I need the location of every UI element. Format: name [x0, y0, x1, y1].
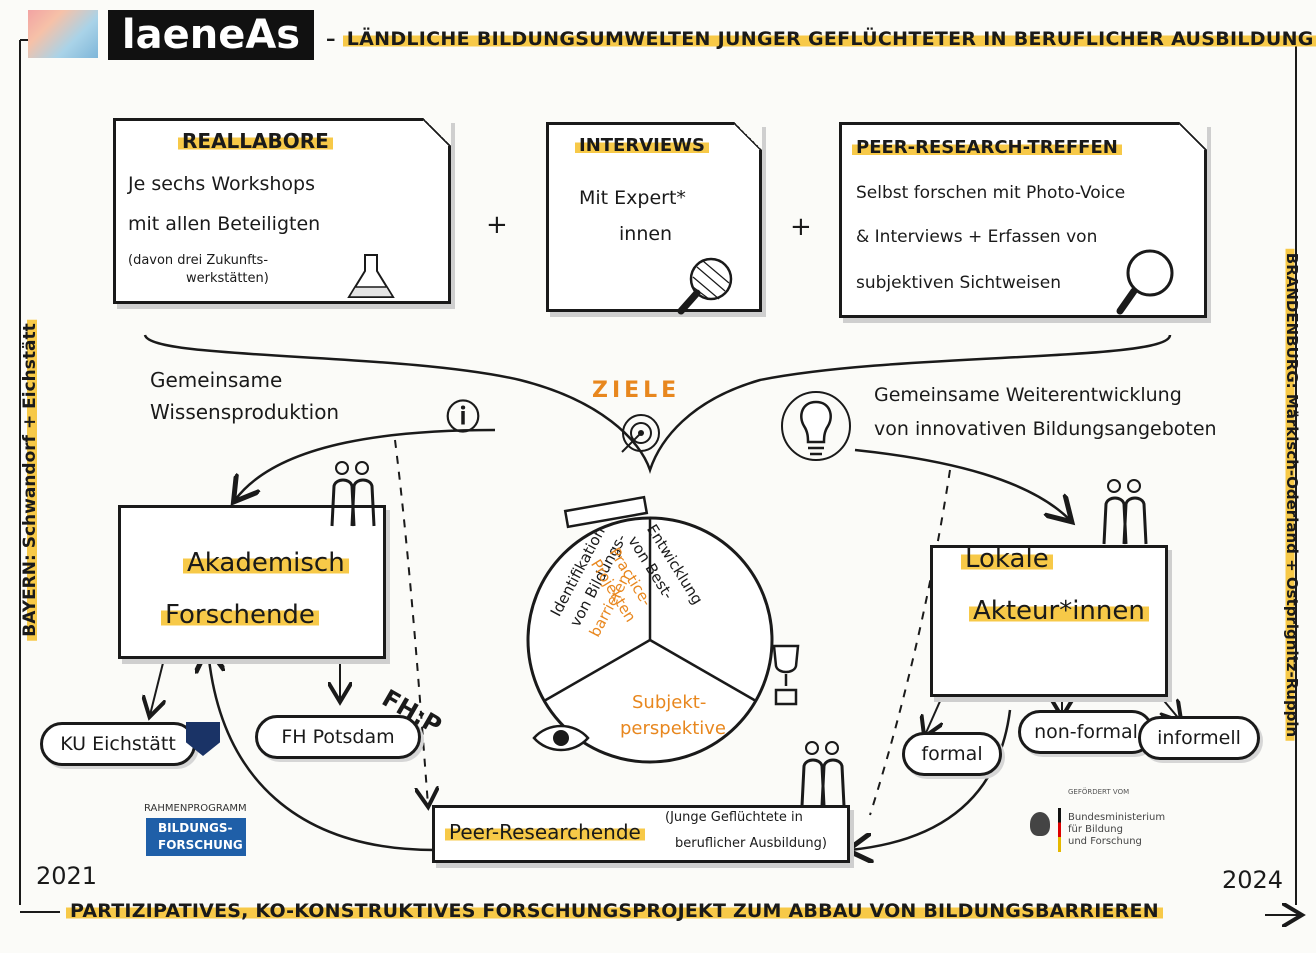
local-box: Lokale Akteur*innen	[930, 544, 1168, 697]
logo-graphic	[28, 10, 98, 58]
lightbulb-icon	[781, 391, 851, 461]
bildungsforschung-badge: BILDUNGS- FORSCHUNG	[146, 818, 246, 856]
bmbf-text: Bundesministerium für Bildung und Forsch…	[1068, 812, 1165, 848]
bildungsforschung-line-2: FORSCHUNG	[158, 838, 243, 852]
peer-research-title: PEER-RESEARCH-TREFFEN	[852, 137, 1122, 158]
interviews-title: INTERVIEWS	[575, 135, 709, 156]
info-icon: ⓘ	[446, 398, 480, 438]
fh-potsdam-label: FH Potsdam	[281, 726, 395, 748]
side-label-left: BAYERN: Schwandorf + Eichstätt	[20, 319, 40, 641]
bmbf-line-3: und Forschung	[1068, 836, 1142, 847]
form-formal-pill: formal	[902, 732, 1002, 776]
form-nonformal-label: non-formal	[1034, 721, 1138, 743]
academic-box: Akademisch Forschende	[118, 505, 386, 659]
logo: laeneAs	[28, 10, 316, 60]
trophy-icon	[772, 644, 800, 706]
peer-researchers-main: Peer-Researchende	[445, 820, 645, 844]
plus-sign-1: +	[486, 210, 508, 240]
rahmenprogramm-label: RAHMENPROGRAMM	[144, 803, 247, 814]
logo-text: laeneAs	[108, 10, 314, 60]
interviews-line-2: innen	[619, 223, 673, 245]
people-icon	[330, 461, 376, 527]
header-title-text: LÄNDLICHE BILDUNGSUMWELTEN JUNGER GEFLÜC…	[342, 28, 1316, 50]
knowledge-label-1: Gemeinsame	[150, 368, 283, 392]
microphone-icon	[677, 257, 733, 315]
form-informell-label: informell	[1157, 727, 1241, 749]
flask-icon	[347, 254, 395, 298]
local-line-1: Lokale	[961, 544, 1053, 574]
flag-bar	[1058, 808, 1061, 852]
people-icon-peer	[800, 741, 846, 807]
peer-research-box: PEER-RESEARCH-TREFFEN Selbst forschen mi…	[839, 122, 1207, 318]
form-formal-label: formal	[921, 743, 983, 765]
year-end: 2024	[1222, 866, 1284, 894]
bmbf-line-1: Bundesministerium	[1068, 812, 1166, 823]
form-informell-pill: informell	[1138, 716, 1260, 760]
reallabore-title: REALLABORE	[178, 129, 333, 153]
footer-title: PARTIZIPATIVES, KO-KONSTRUKTIVES FORSCHU…	[66, 900, 1163, 922]
plus-sign-2: +	[790, 212, 812, 242]
fh-potsdam-pill: FH Potsdam	[255, 715, 421, 759]
header-title: – LÄNDLICHE BILDUNGSUMWELTEN JUNGER GEFL…	[326, 28, 1316, 50]
academic-line-2: Forschende	[161, 600, 319, 630]
segment-bottom-line-1: Subjekt-	[632, 692, 707, 713]
pencil-icon	[563, 495, 649, 529]
academic-line-1: Akademisch	[183, 548, 349, 578]
ku-eichstaett-label: KU Eichstätt	[60, 733, 176, 755]
reallabore-box: REALLABORE Je sechs Workshops mit allen …	[113, 118, 451, 304]
interviews-line-1: Mit Expert*	[579, 187, 686, 209]
segment-bottom: Subjekt- perspektive	[620, 690, 726, 742]
eye-icon	[532, 724, 590, 752]
people-icon-local	[1102, 479, 1148, 545]
year-start: 2021	[36, 862, 98, 890]
reallabore-small-2: werkstätten)	[186, 271, 269, 286]
local-line-2: Akteur*innen	[969, 596, 1149, 626]
development-label-1: Gemeinsame Weiterentwicklung	[874, 384, 1182, 406]
peer-research-line-1: Selbst forschen mit Photo-Voice	[856, 183, 1126, 203]
reallabore-line-2: mit allen Beteiligten	[128, 213, 321, 235]
ku-eichstaett-pill: KU Eichstätt	[40, 722, 196, 766]
form-nonformal-pill: non-formal	[1018, 710, 1154, 754]
peer-researchers-note-1: (Junge Geflüchtete in	[665, 810, 803, 825]
development-label-2: von innovativen Bildungsangeboten	[874, 418, 1217, 440]
reallabore-line-1: Je sechs Workshops	[128, 173, 315, 195]
peer-researchers-box: Peer-Researchende (Junge Geflüchtete in …	[432, 805, 850, 863]
segment-bottom-line-2: perspektive	[620, 718, 726, 739]
knowledge-label-2: Wissensproduktion	[150, 400, 340, 424]
bmbf-line-2: für Bildung	[1068, 824, 1123, 835]
goals-label: ZIELE	[592, 378, 681, 403]
reallabore-small-1: (davon drei Zukunfts-	[128, 253, 269, 268]
magnifier-icon	[1116, 249, 1174, 315]
interviews-box: INTERVIEWS Mit Expert* innen	[546, 122, 762, 315]
peer-research-line-2: & Interviews + Erfassen von	[856, 227, 1098, 247]
gefoerdert-label: GEFÖRDERT VOM	[1068, 788, 1130, 796]
target-icon	[621, 414, 660, 453]
peer-researchers-note-2: beruflicher Ausbildung)	[675, 836, 827, 851]
side-label-right: BRANDENBURG: Märkisch-Oderland + Ostprig…	[1283, 248, 1301, 742]
bildungsforschung-line-1: BILDUNGS-	[158, 821, 233, 835]
peer-research-line-3: subjektiven Sichtweisen	[856, 273, 1062, 293]
eagle-icon	[1030, 812, 1050, 836]
goals-circle	[526, 516, 774, 764]
